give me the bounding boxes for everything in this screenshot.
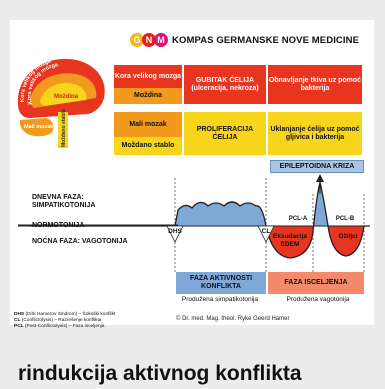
exudation-label: Eksudacija EDEM — [273, 233, 307, 248]
cl-label: CL — [262, 228, 271, 235]
row1-col3: Obnavljanje tkiva uz pomoć bakterija — [268, 65, 362, 104]
normotonia-label: NORMOTONIJA — [32, 222, 85, 229]
cl-marker — [257, 225, 275, 243]
row1-col1-bottom: Moždina — [114, 88, 182, 104]
logo-dot-g: G — [130, 33, 144, 47]
pcl-b-label: PCL-B — [336, 216, 355, 222]
gnm-logo: G N M KOMPAS GERMANSKE NOVE MEDICINE — [130, 33, 359, 47]
row2-col1-bottom: Moždano stablo — [114, 137, 182, 155]
dhs-label: DHS — [168, 228, 182, 235]
diagram-card: G N M KOMPAS GERMANSKE NOVE MEDICINE Kor… — [10, 20, 374, 329]
row2-col1-top: Mali mozak — [114, 112, 182, 137]
brain-mali-mozak-label: Mali mozak — [24, 124, 54, 130]
brainstem-shape — [58, 112, 68, 148]
row2-col2: PROLIFERACIJA ĆELIJA — [184, 112, 266, 155]
phase-curve-diagram: DHS CL PCL-A PCL-B — [18, 174, 370, 272]
night-phase-label: NOĆNA FAZA: VAGOTONIJA — [32, 238, 128, 245]
row2-col3: Uklanjanje ćelija uz pomoć gljivica i ba… — [268, 112, 362, 155]
conflict-phase-box: FAZA AKTIVNOSTI KONFLIKTA — [176, 272, 266, 294]
brain-stablo-label: Moždano stablo — [61, 109, 67, 147]
brain-mozdina-label: Moždina — [54, 94, 79, 100]
healing-phase-box: FAZA ISCELJENJA — [268, 272, 364, 294]
scars-label: Ožiljci — [338, 233, 358, 240]
brain-illustration: Kora velikog mozga Kora velikog mozga Mo… — [17, 58, 105, 148]
copyright-text: © Dr. med. Mag. theol. Ryke Geerd Hamer — [176, 316, 290, 322]
page-caption-text: rindukcija aktivnog konflikta — [18, 362, 302, 385]
prolonged-vagotonia: Produžena vagotonija — [286, 296, 350, 303]
row1-col2: GUBITAK ĆELIJA (ulceracija, nekroza) — [184, 65, 266, 104]
day-phase-label: DNEVNA FAZA: SIMPATIKOTONIJA — [32, 194, 96, 209]
dhs-marker — [166, 225, 184, 243]
cerebellum-shape — [19, 118, 54, 137]
row1-col1-top: Kora velikog mozga — [114, 65, 182, 88]
diagram-title: KOMPAS GERMANSKE NOVE MEDICINE — [172, 34, 360, 46]
crisis-arrow — [316, 174, 324, 182]
logo-dot-m: M — [154, 33, 168, 47]
prolonged-sympathicotonia: Produžena simpatikotonija — [181, 296, 259, 303]
sympathicotonia-area — [175, 202, 266, 226]
medulla-shape — [40, 82, 87, 106]
logo-dot-n: N — [142, 33, 156, 47]
epileptoid-crisis-box: EPILEPTOIDNA KRIZA — [270, 160, 364, 173]
vagotonia-area-b — [328, 226, 364, 256]
epileptoid-spike-area — [313, 182, 328, 226]
vagotonia-area-a — [266, 226, 313, 258]
abbreviation-legend: DHS (Dirk Hamerov Sindrom) – Šokoliki ko… — [14, 312, 116, 329]
pcl-a-label: PCL-A — [289, 216, 308, 222]
